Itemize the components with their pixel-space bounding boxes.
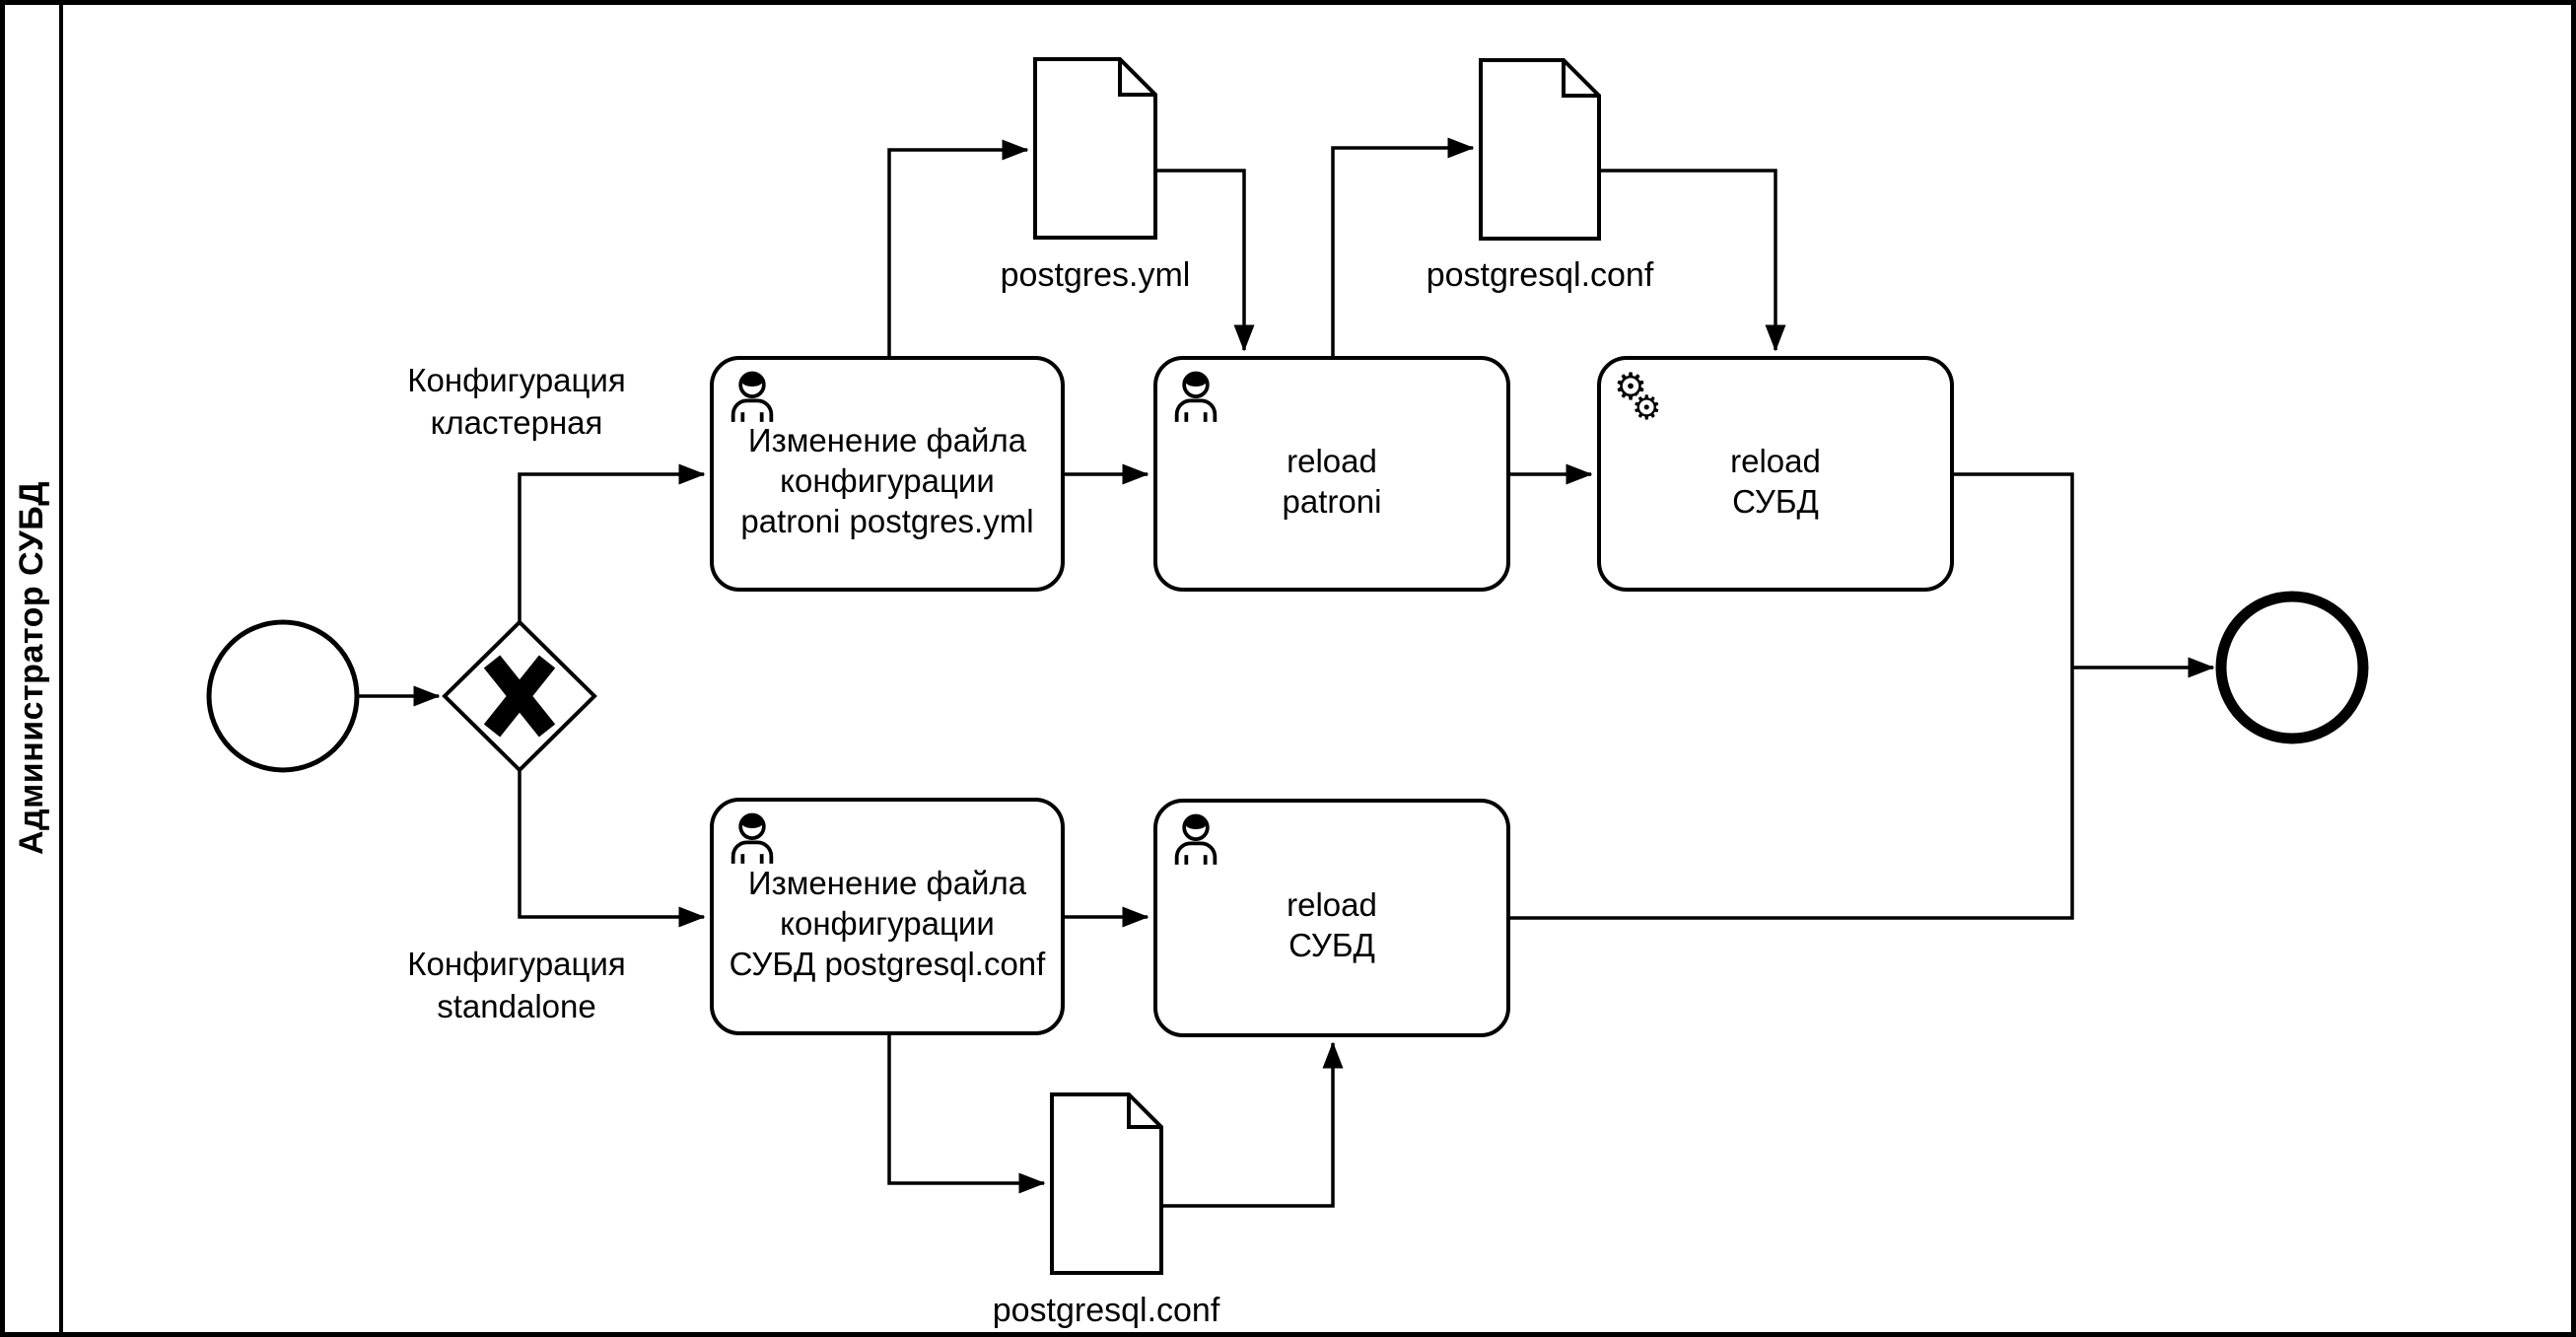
end-event — [2215, 591, 2369, 744]
exclusive-gateway-x-icon — [483, 655, 556, 738]
association-edit-dbms-to-postgresql-conf — [887, 1035, 1046, 1194]
start-event — [206, 619, 360, 773]
flow-gateway-to-edit-dbms — [518, 770, 706, 928]
document-postgresql-conf-standalone — [1050, 1092, 1163, 1275]
association-postgresql-conf-to-reload-dbms-standalone — [1161, 1041, 1344, 1208]
flow-reload-dbms-standalone-merge — [1510, 668, 2074, 920]
flow-gateway-to-edit-patroni — [518, 463, 706, 622]
association-postgres-yml-to-reload-patroni — [1155, 169, 1255, 352]
association-edit-patroni-to-postgres-yml — [887, 139, 1029, 356]
document-postgres-yml — [1033, 57, 1157, 240]
association-reload-patroni-to-postgresql-conf — [1331, 137, 1475, 356]
sequence-flows — [357, 137, 2215, 1208]
association-postgresql-conf-to-reload-dbms — [1599, 169, 1786, 352]
document-postgresql-conf-cluster — [1479, 58, 1601, 241]
flow-reload-dbms-cluster-merge — [1954, 472, 2074, 668]
